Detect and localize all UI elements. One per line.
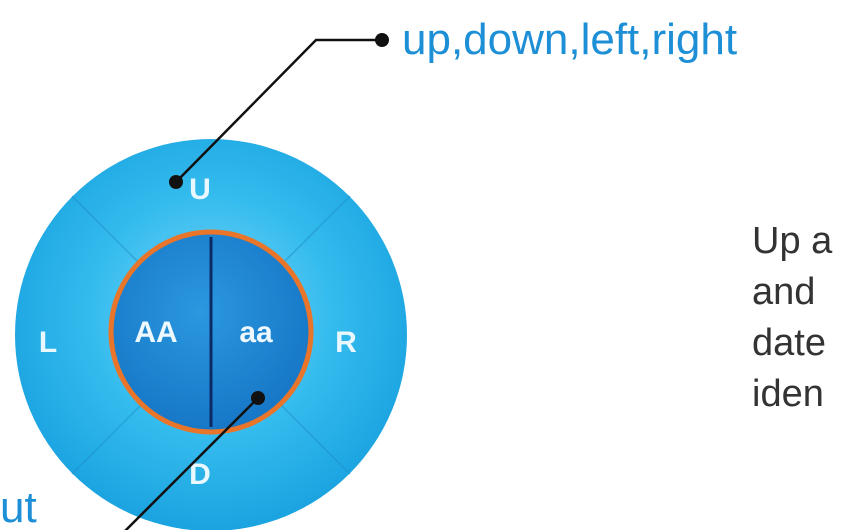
divider-lower-right [279, 403, 351, 475]
label-center-right: aa [239, 316, 273, 349]
leader-dot-top-start [169, 175, 183, 189]
description-line: iden [752, 373, 824, 415]
description-text: Up a and date iden [752, 216, 832, 420]
leader-dot-bottom [251, 391, 265, 405]
label-right: R [335, 326, 357, 359]
description-line: date [752, 322, 826, 364]
label-down: D [189, 458, 211, 491]
callout-directions: up,down,left,right [402, 15, 738, 64]
callout-partial-label: ut [0, 483, 37, 530]
label-up: U [189, 173, 211, 206]
leader-dot-top-end [375, 33, 389, 47]
label-left: L [39, 326, 57, 359]
description-line: and [752, 271, 816, 313]
description-line: Up a [752, 220, 833, 262]
divider-lower-left [71, 403, 143, 475]
leader-line-top [175, 38, 382, 183]
leader-line-bottom [124, 397, 259, 530]
label-center-left: AA [134, 316, 177, 349]
divider-upper-right [279, 195, 351, 267]
divider-upper-left [71, 195, 143, 267]
